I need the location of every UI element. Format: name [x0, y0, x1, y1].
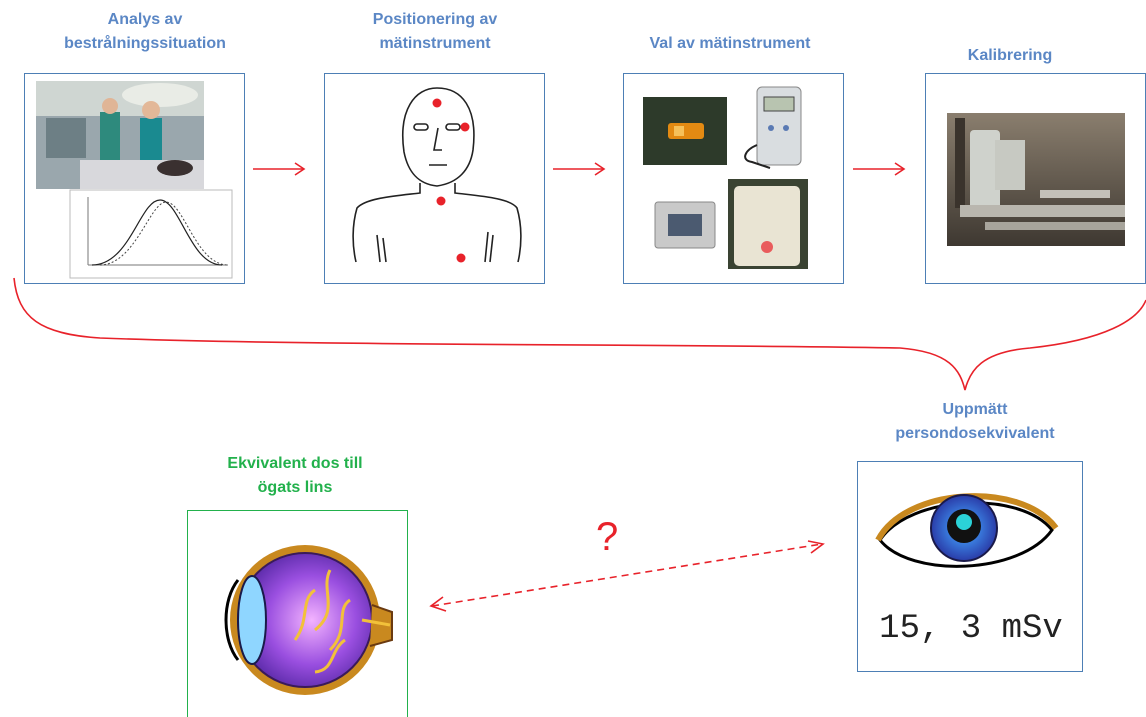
step-1-title: Analys av bestrålningssituation — [64, 11, 226, 52]
question-mark: ? — [596, 515, 619, 559]
hospital-photo-icon — [36, 81, 204, 189]
calibration-bench-icon — [947, 113, 1125, 246]
gaussian-curve-icon — [69, 189, 233, 279]
eye-anatomy-icon — [224, 545, 393, 695]
head-torso-sketch-icon — [352, 87, 522, 263]
measurement-points — [432, 98, 470, 263]
step-4-title: Kalibrering — [967, 47, 1053, 64]
dosimeter-devices-icon — [643, 86, 808, 269]
flow-arrows — [13, 162, 1146, 612]
result-title: Uppmätt persondosekvivalent — [895, 401, 1055, 442]
target-title: Ekvivalent dos till ögats lins — [227, 455, 363, 496]
step-3-title: Val av mätinstrument — [649, 35, 811, 52]
dose-value: 15, 3 mSv — [879, 610, 1063, 648]
step-2-title: Positionering av mätinstrument — [372, 11, 498, 52]
step-2-box — [324, 73, 545, 284]
eye-icon — [875, 493, 1059, 568]
